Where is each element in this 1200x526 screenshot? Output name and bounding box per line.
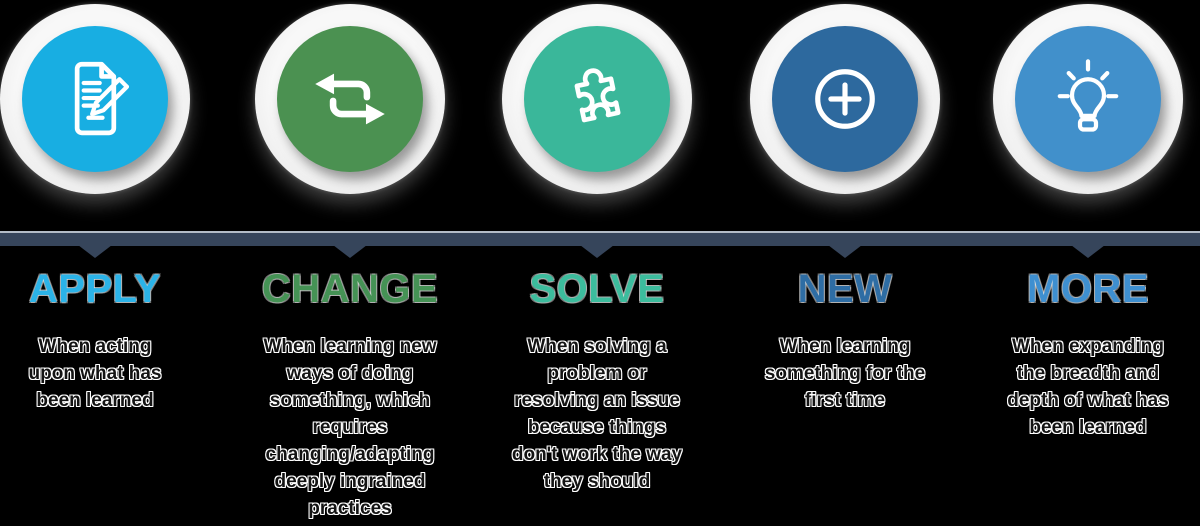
new-label: NEW bbox=[797, 267, 893, 311]
timeline-pointer bbox=[828, 245, 862, 258]
more-description: When expanding the breadth and depth of … bbox=[1007, 336, 1169, 438]
item-more: MORE When expanding the breadth and dept… bbox=[968, 0, 1200, 526]
item-new: NEW When learning something for the firs… bbox=[725, 0, 965, 526]
swap-arrows-icon bbox=[315, 73, 385, 125]
solve-circle-ring bbox=[502, 4, 692, 194]
timeline-pointer bbox=[580, 245, 614, 258]
apply-circle-ring bbox=[0, 4, 190, 194]
apply-circle bbox=[22, 26, 168, 172]
solve-description: When solving a problem or resolving an i… bbox=[511, 336, 683, 492]
change-circle-ring bbox=[255, 4, 445, 194]
item-solve: SOLVE When solving a problem or resolvin… bbox=[477, 0, 717, 526]
solve-circle bbox=[524, 26, 670, 172]
change-circle bbox=[277, 26, 423, 172]
document-pencil-icon bbox=[74, 61, 130, 136]
more-circle-ring bbox=[993, 4, 1183, 194]
more-label: MORE bbox=[1027, 267, 1149, 311]
new-circle bbox=[772, 26, 918, 172]
lightbulb-icon bbox=[1057, 59, 1119, 132]
timeline-pointer bbox=[1071, 245, 1105, 258]
solve-label: SOLVE bbox=[529, 267, 665, 311]
item-change: CHANGE When learning new ways of doing s… bbox=[230, 0, 470, 526]
change-description: When learning new ways of doing somethin… bbox=[263, 336, 437, 519]
apply-label: APPLY bbox=[28, 267, 162, 311]
change-label: CHANGE bbox=[261, 267, 439, 311]
puzzle-piece-icon bbox=[574, 68, 621, 123]
new-description: When learning something for the first ti… bbox=[764, 336, 926, 411]
item-apply: APPLY When acting upon what has been lea… bbox=[0, 0, 215, 526]
apply-description: When acting upon what has been learned bbox=[28, 336, 162, 411]
new-circle-ring bbox=[750, 4, 940, 194]
timeline-bar bbox=[0, 231, 1200, 246]
timeline-pointer bbox=[333, 245, 367, 258]
plus-circle-icon bbox=[815, 69, 875, 129]
more-circle bbox=[1015, 26, 1161, 172]
timeline-pointer bbox=[78, 245, 112, 258]
